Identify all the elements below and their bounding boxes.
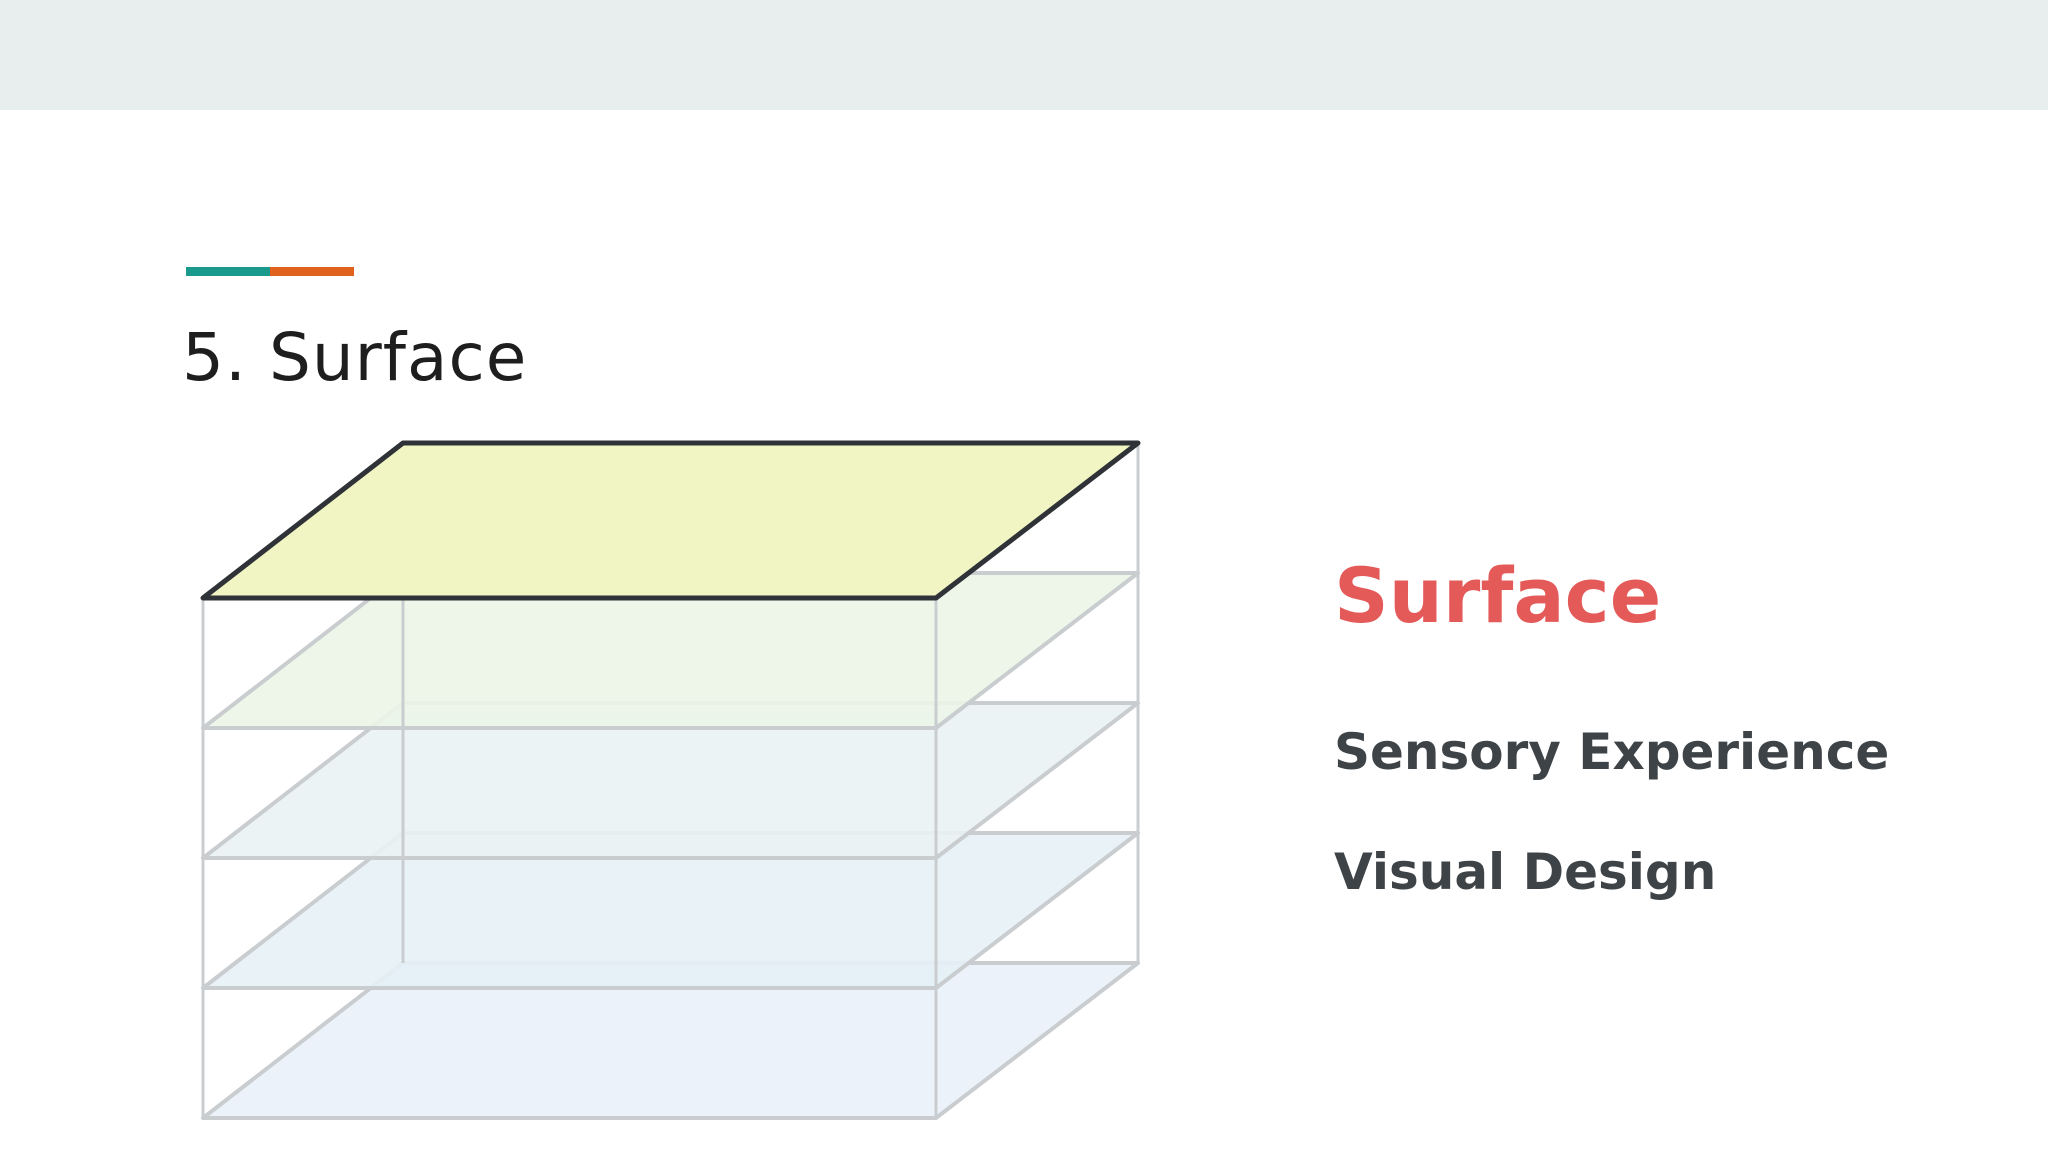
header-band xyxy=(0,0,2048,110)
layer-plane-surface xyxy=(200,440,1141,601)
layer-heading: Surface xyxy=(1334,551,1662,640)
accent-bar-teal xyxy=(186,267,270,276)
layer-item-visual-design: Visual Design xyxy=(1334,843,1717,901)
accent-bar-orange xyxy=(270,267,354,276)
layer-item-sensory-experience: Sensory Experience xyxy=(1334,723,1890,781)
slide-title: 5. Surface xyxy=(182,319,528,396)
